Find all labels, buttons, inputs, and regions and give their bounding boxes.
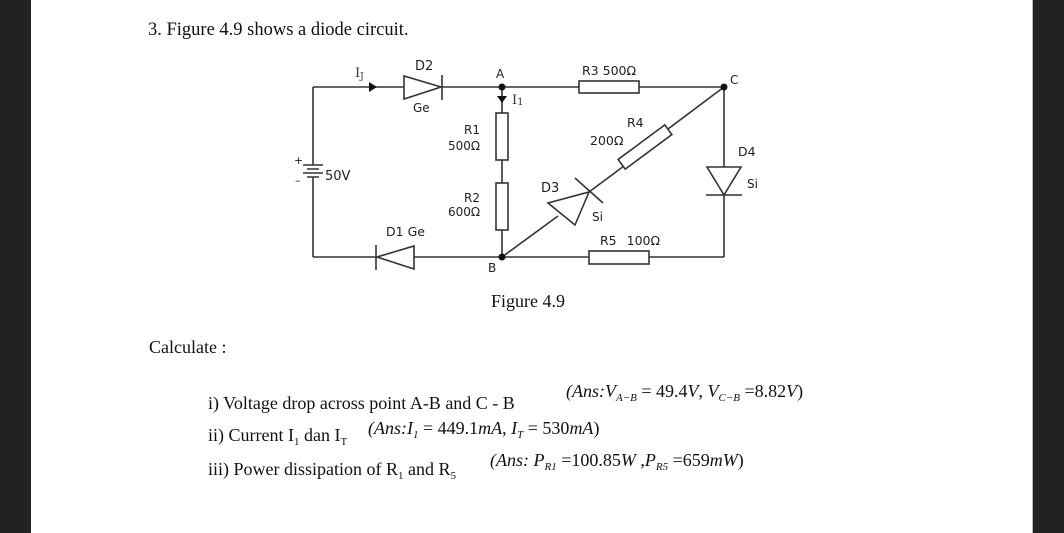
left-border bbox=[0, 0, 31, 533]
r2-name-label: R2 bbox=[464, 191, 480, 205]
battery-plus-label: + bbox=[294, 154, 303, 167]
wire-diagonal-b-d3 bbox=[501, 215, 559, 258]
battery-symbol bbox=[303, 164, 323, 178]
item-1-answer: (Ans:VA−B = 49.4V, VC−B =8.82V) bbox=[566, 381, 804, 404]
item-2-answer: (Ans:I1 = 449.1mA, IT = 530mA) bbox=[368, 418, 600, 441]
node-a-label: A bbox=[496, 67, 505, 81]
d3-name-label: D3 bbox=[541, 181, 559, 196]
diode-d3-symbol bbox=[546, 177, 604, 227]
d2-material-label: Ge bbox=[413, 101, 430, 115]
calculate-label: Calculate : bbox=[149, 337, 227, 357]
r1-name-label: R1 bbox=[464, 123, 480, 137]
resistor-r4-symbol bbox=[617, 123, 673, 171]
resistor-r3-symbol bbox=[578, 80, 640, 94]
d4-material-label: Si bbox=[747, 177, 758, 191]
item-3-answer: (Ans: PR1 =100.85W ,PR5 =659mW) bbox=[490, 450, 744, 473]
diode-d2-symbol bbox=[403, 74, 444, 101]
right-border bbox=[1033, 0, 1064, 533]
wire-diagonal-d3-r4 bbox=[588, 162, 629, 193]
diode-d4-symbol bbox=[705, 166, 743, 197]
node-b-label: B bbox=[488, 261, 496, 275]
d1-label: D1 Ge bbox=[386, 224, 425, 239]
r5-label: R5 100Ω bbox=[600, 233, 660, 248]
battery-voltage-label: 50V bbox=[325, 169, 351, 184]
current-arrow-i1-icon bbox=[497, 96, 507, 103]
item-3-text: iii) Power dissipation of R1 and R5 bbox=[208, 459, 456, 482]
current-ij-label: IJ bbox=[355, 66, 364, 82]
r3-label: R3 500Ω bbox=[582, 63, 636, 78]
r4-value-label: 200Ω bbox=[590, 133, 624, 148]
figure-caption: Figure 4.9 bbox=[491, 291, 565, 311]
r2-value-label: 600Ω bbox=[448, 205, 480, 219]
current-i1-label: I1 bbox=[512, 93, 524, 108]
resistor-r2-symbol bbox=[495, 182, 509, 231]
question-title: 3. Figure 4.9 shows a diode circuit. bbox=[148, 20, 409, 40]
node-c-dot bbox=[720, 83, 728, 91]
item-2-text: ii) Current I1 dan IT bbox=[208, 425, 348, 448]
wire-diagonal-r4-c bbox=[667, 86, 725, 130]
resistor-r5-symbol bbox=[588, 250, 650, 265]
d2-name-label: D2 bbox=[415, 59, 433, 74]
diode-d1-symbol bbox=[374, 244, 415, 271]
resistor-r1-symbol bbox=[495, 112, 509, 161]
r4-name-label: R4 bbox=[627, 115, 644, 130]
r1-value-label: 500Ω bbox=[448, 139, 480, 153]
node-c-label: C bbox=[730, 73, 738, 87]
current-arrow-ij-icon bbox=[369, 82, 377, 92]
item-1-text: i) Voltage drop across point A-B and C -… bbox=[208, 393, 515, 413]
battery-minus-label: – bbox=[295, 174, 301, 187]
d3-material-label: Si bbox=[592, 210, 603, 224]
right-border-edge bbox=[1032, 0, 1033, 533]
node-a-dot bbox=[498, 83, 506, 91]
d4-name-label: D4 bbox=[738, 144, 756, 159]
node-b-dot bbox=[498, 253, 506, 261]
